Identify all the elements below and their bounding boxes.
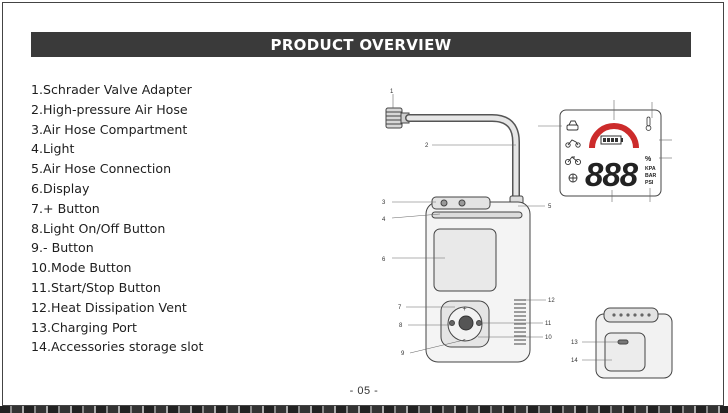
mode-button <box>458 315 474 331</box>
bicycle-icon <box>564 156 582 166</box>
callout-5: 5 <box>548 204 552 210</box>
callout-8: 8 <box>399 323 403 329</box>
side-leader-lines <box>582 341 620 361</box>
part-item: 6.Display <box>31 180 90 196</box>
part-item: 14.Accessories storage slot <box>31 339 204 355</box>
callout-10: 10 <box>545 335 552 341</box>
part-item: 7.+ Button <box>31 200 100 216</box>
minus-icon: - <box>463 335 466 344</box>
part-item: 3.Air Hose Compartment <box>31 121 188 137</box>
part-item: 10.Mode Button <box>31 260 132 276</box>
scan-edge-strip <box>0 406 728 413</box>
part-item: 11.Start/Stop Button <box>31 279 161 295</box>
motorcycle-icon <box>565 139 581 148</box>
part-item: 9.- Button <box>31 240 94 256</box>
part-item: 1.Schrader Valve Adapter <box>31 82 192 97</box>
part-item: 2.High-pressure Air Hose <box>31 101 188 117</box>
lcd-leader-lines <box>538 100 672 202</box>
part-item: 8.Light On/Off Button <box>31 220 166 236</box>
side-view-device <box>595 307 673 379</box>
light <box>431 211 523 219</box>
car-icon <box>566 120 579 131</box>
callout-11: 11 <box>545 321 552 327</box>
callout-4: 4 <box>382 217 386 223</box>
part-item: 12.Heat Dissipation Vent <box>31 299 187 315</box>
thermometer-icon <box>645 116 652 131</box>
accessories-storage-slot <box>604 332 646 372</box>
callout-3: 3 <box>382 200 386 206</box>
plus-icon: + <box>463 306 467 313</box>
callout-6: 6 <box>382 257 386 263</box>
ball-icon <box>568 173 578 183</box>
unit-percent: % <box>645 156 652 163</box>
heat-dissipation-vent <box>514 299 526 345</box>
part-item: 13.Charging Port <box>31 319 137 335</box>
callout-12: 12 <box>548 298 555 304</box>
callout-1: 1 <box>390 89 394 95</box>
callout-9: 9 <box>401 351 405 357</box>
unit-bar: BAR <box>645 173 656 179</box>
callout-2: 2 <box>425 143 429 149</box>
part-item: 4.Light <box>31 141 75 157</box>
page-number: - 05 - <box>349 385 379 397</box>
part-item: 5.Air Hose Connection <box>31 161 172 177</box>
callout-13: 13 <box>571 340 578 346</box>
air-hose <box>405 114 520 204</box>
display-window <box>433 228 497 292</box>
pressure-gauge-arc <box>589 123 639 149</box>
control-panel: + - <box>440 300 490 348</box>
light-button-icon <box>449 320 455 326</box>
page-title-text: PRODUCT OVERVIEW <box>270 35 452 54</box>
parts-list: 1.Schrader Valve Adapter 2.High-pressure… <box>31 80 203 357</box>
pump-device: + - <box>385 107 531 363</box>
lcd-digits: 888 <box>585 156 639 193</box>
callout-14: 14 <box>571 358 578 364</box>
callout-7: 7 <box>398 305 402 311</box>
page-title: PRODUCT OVERVIEW <box>31 32 691 57</box>
leader-lines <box>391 94 546 354</box>
lcd-display-detail: 888 % KPA BAR PSI <box>559 109 662 197</box>
unit-psi: PSI <box>645 180 654 186</box>
unit-kpa: KPA <box>645 166 656 172</box>
